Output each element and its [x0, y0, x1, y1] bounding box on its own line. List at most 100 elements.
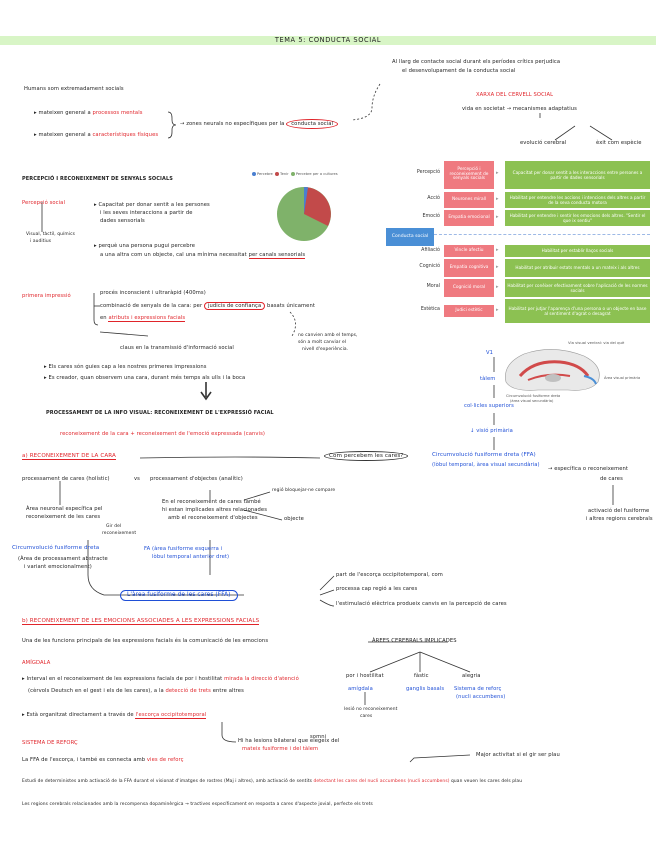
legend-item: Tenir [280, 172, 289, 176]
note-line-1: no canvien amb el temps, [298, 333, 358, 338]
percep-text: a una altra com un objecte, cal una míni… [100, 252, 247, 258]
emo-intro: Una de les funcions principals de les ex… [22, 638, 268, 644]
reforc-line-2: Estudi de deterministes amb activació de… [22, 779, 522, 784]
amig-text: (cèrvols Deutsch en el gest i els de les… [28, 688, 164, 694]
gir-label-2: reconeixement [102, 531, 136, 536]
atributs-underlined: atributs i expressions facials [108, 315, 185, 322]
altres-regions: i altres regions cerebrals [586, 516, 653, 522]
reforc-text: Estudi de deterministes amb activació de… [22, 779, 312, 784]
brain-svg [498, 346, 608, 396]
reforc-text: La FFA de l'escorça, i també es connecta… [22, 757, 145, 763]
arees-cerebrals: ÀREES CEREBRALS IMPLICADES [372, 638, 457, 644]
exit-especie: èxit com espècie [596, 140, 642, 146]
processament-heading: PROCESSAMENT DE LA INFO VISUAL: RECONEIX… [46, 410, 274, 416]
row-arrow: ▸ [496, 196, 499, 202]
gen-line-2: reconeixement de les cares [26, 514, 100, 520]
table-row: Afiliació Vincle afectiu ▸ Habilitat per… [368, 245, 650, 257]
cares-observem: ▸ Es creador, quan observem una cara, du… [44, 375, 245, 381]
circumvolucio-fusiforme: Circumvolució fusiforme dreta [12, 545, 99, 552]
amigdala-heading: AMÍGDALA [22, 660, 50, 666]
table-row: Cognició Empatia cognitiva ▸ Habilitat p… [368, 259, 650, 277]
evolucio-cerebral: evolució cerebral [520, 140, 566, 146]
brain-caption-4: (àrea visual secundària) [510, 399, 553, 403]
reforc-red: vies de reforç [147, 757, 184, 763]
row-label: Percepció [368, 170, 440, 175]
percep-line-3: dades sensorials [100, 218, 145, 224]
visio-primaria: ↓ visió primària [470, 428, 513, 434]
table-row: Acció Neurones mirall ▸ Habilitat per en… [368, 192, 650, 208]
table-row: Percepció Percepció i reconeixement de s… [368, 161, 650, 189]
holistic-text: processament de cares (holístic) [22, 476, 110, 482]
row-label: Afiliació [368, 248, 440, 253]
reforc-red: detectant les cares del nucli accumbens [314, 779, 406, 784]
row-label: Emoció [368, 214, 440, 219]
table-divider [434, 234, 650, 235]
humans-heading: Humans som extremadament socials [24, 86, 124, 92]
row-label: Cognició [368, 264, 440, 269]
emo-por: por i hostilitat [346, 673, 384, 679]
note-line-3: nivell d'experiència. [302, 347, 348, 352]
sistema-reforc-label: Sistema de reforç [454, 686, 501, 692]
row-category: Cognició moral [444, 279, 494, 297]
reforc-text: quan veuen les cares dels plau [451, 779, 522, 784]
row-category: Vincle afectiu [444, 245, 494, 257]
percepcio-heading: PERCEPCIÓ I RECONEIXEMENT DE SENYALS SOC… [22, 176, 173, 182]
ffa-fact-3: l'estimulació elèctrica produeix canvis … [336, 601, 507, 607]
circled-conducta-social: conducta social [286, 119, 338, 129]
row-label: Acció [368, 196, 440, 201]
nucli-accumbens-label: (nucli accumbens) [456, 694, 505, 700]
row-description: Habilitat per jutjar l'aparença d'una pe… [505, 299, 650, 323]
ffa-box: L'àrea fusiforme de les cares (FFA) [120, 590, 238, 601]
pie-chart: Percebre Tenir Percebre per a cultures [250, 170, 378, 260]
lobul-temporal: (lòbul temporal, àrea visual secundària) [432, 462, 540, 468]
lesio-note: lesió no reconeixement [344, 707, 397, 712]
cares-guies: ▸ Els cares són guies cap a les nostres … [44, 364, 207, 370]
amig-line-2: (cèrvols Deutsch en el gest i els de les… [28, 688, 244, 694]
row-category: Percepció i reconeixement de senyals soc… [444, 161, 494, 189]
objecte-label: objecte [284, 516, 304, 522]
amig-line-5: mateix fusiforme i del tàlem [242, 746, 318, 752]
activacio-fusiforme: activació del fusiforme [588, 508, 649, 514]
reforc-heading: SISTEMA DE REFORÇ [22, 740, 78, 746]
percep-line-1: ▸ Capacitat per donar sentit a les perso… [94, 202, 210, 208]
row-description: Habilitat per entendre i sentir les emoc… [505, 210, 650, 226]
analitic-text: processament d'objectes (analític) [150, 476, 243, 482]
fus-detail-2: i variant emocionalment) [24, 564, 92, 570]
row-description: Habilitat per establir llaços socials [505, 245, 650, 257]
conducta-social-box: Conducta social [386, 228, 434, 246]
question-bubble: Com percebem les cares? [324, 451, 408, 461]
row-category: Judici estètic [444, 305, 494, 317]
highlight-red: processos mentals [92, 110, 142, 116]
brain-caption-3: Circumvolució fusiforme dreta [506, 394, 560, 398]
gen-line-4: hi estan implicades altres relacionades [162, 507, 267, 513]
note-line-2: són a molt canviar el [298, 340, 346, 345]
table-row: Estètica Judici estètic ▸ Habilitat per … [368, 299, 650, 323]
amig-red: mateix fusiforme i del tàlem [242, 746, 318, 752]
percep-line-2: i les seves interaccions a partir de [100, 210, 193, 216]
gen-line-1: Àrea neuronal específica pel [26, 506, 102, 512]
ffa-fact-1: part de l'escorça occipitotemporal, com [336, 572, 443, 578]
amig-text: ▸ Interval en el reconeixement de les ex… [22, 676, 222, 682]
vida-societat: vida en societat → mecanismes adaptatius [462, 106, 577, 112]
legend-item: Percebre [257, 172, 273, 176]
ffa-temporal: lòbul temporal anterior dret) [152, 554, 229, 560]
rostre-line-1: procés inconscient i ultraràpid (400ms) [100, 290, 206, 296]
table-row: Emoció Empatia emocional ▸ Habilitat per… [368, 210, 650, 226]
row-arrow: ▸ [496, 307, 499, 313]
rostre-text: combinació de senyals de la cara: per [100, 303, 202, 309]
amig-text: ▸ Està organitzat directament a través d… [22, 712, 134, 718]
especifica-reconeixement: → específica o reconeixement [548, 466, 628, 472]
row-category: Neurones mirall [444, 192, 494, 208]
claus-transmissio: claus en la transmissió d'informació soc… [120, 345, 234, 351]
primera-impressio-label: primera impressió [22, 293, 71, 299]
de-cares: de cares [600, 476, 623, 482]
amig-text: entre altres [213, 688, 244, 694]
amig-line-1: ▸ Interval en el reconeixement de les ex… [22, 676, 299, 682]
bullet-text: ▸ mateixen general a [34, 132, 91, 138]
row-label: Estètica [368, 307, 440, 312]
row-description: Habilitat per entendre les accions i int… [505, 192, 650, 208]
rostre-line-2: combinació de senyals de la cara: per ju… [100, 303, 315, 309]
gen-line-5: amb el reconeixement d'objectes [168, 515, 258, 521]
amig-red: mirada la direcció d'atenció [224, 676, 299, 682]
side-note: regió bloquejar-ne compare [272, 488, 335, 493]
